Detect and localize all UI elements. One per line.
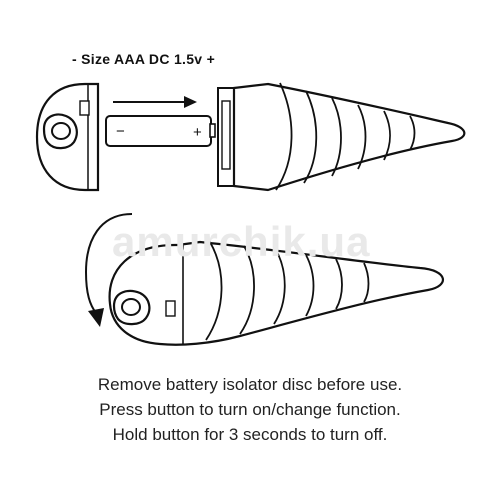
horn-body	[217, 82, 466, 192]
watermark: amurchik.ua	[112, 218, 371, 265]
battery-plus-symbol: +	[193, 124, 202, 141]
battery-minus-symbol: −	[116, 123, 125, 140]
aaa-battery: − +	[105, 115, 216, 147]
instructions: Remove battery isolator disc before use.…	[0, 372, 500, 447]
rotate-arrow-icon	[84, 213, 133, 327]
insert-arrow-icon	[113, 96, 197, 108]
instruction-line: Press button to turn on/change function.	[99, 400, 401, 419]
assembled-toy	[108, 240, 444, 346]
cap-contact-icon	[79, 100, 90, 116]
instruction-line: Hold button for 3 seconds to turn off.	[112, 425, 388, 444]
power-button-icon-assembled	[112, 289, 151, 326]
power-button-icon	[42, 113, 78, 150]
instruction-line: Remove battery isolator disc before use.	[97, 375, 403, 394]
battery-size-label: - Size AAA DC 1.5v +	[72, 51, 216, 67]
